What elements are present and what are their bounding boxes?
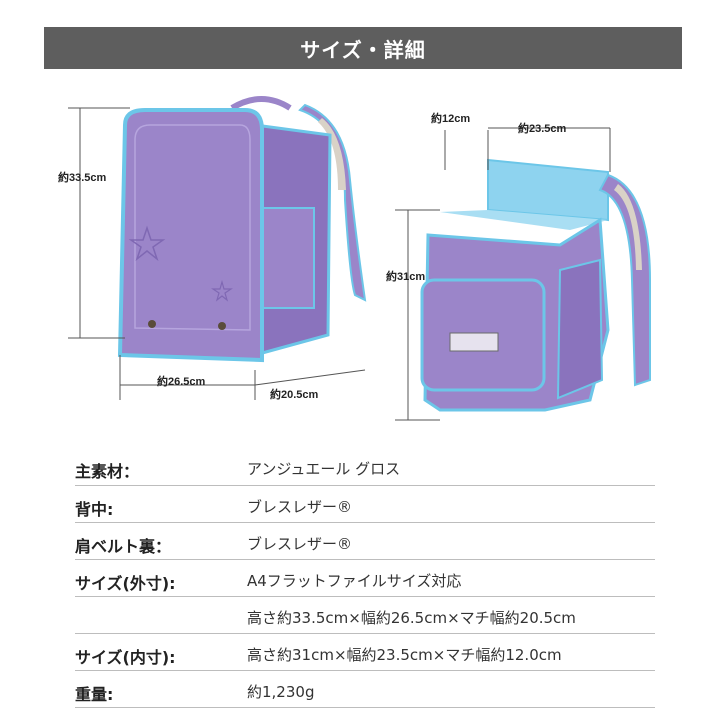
product-figure: 約33.5cm 約26.5cm 約20.5cm 約12cm 約23.5cm 約3… xyxy=(0,80,725,440)
spec-value: 約1,230g xyxy=(247,683,315,701)
spec-value: ブレスレザー® xyxy=(247,535,353,553)
spec-row-outer-size: サイズ(外寸): A4フラットファイルサイズ対応 xyxy=(75,560,655,597)
section-title: サイズ・詳細 xyxy=(44,27,682,69)
spec-label: 主素材： xyxy=(75,462,140,481)
spec-label: サイズ(内寸): xyxy=(75,648,176,667)
backpack-closed-image xyxy=(117,96,367,363)
spec-value: 高さ約31cm×幅約23.5cm×マチ幅約12.0cm xyxy=(247,646,562,664)
spec-row-back: 背中: ブレスレザー® xyxy=(75,486,655,523)
spec-label: 重量: xyxy=(75,685,114,704)
spec-value: アンジュエール グロス xyxy=(247,460,401,478)
spec-value: ブレスレザー® xyxy=(247,498,353,516)
spec-row-shoulder-strap: 肩ベルト裏： ブレスレザー® xyxy=(75,523,655,560)
dimension-lines xyxy=(68,107,611,421)
left-height-label: 約33.5cm xyxy=(58,170,107,184)
backpack-open-image xyxy=(420,158,651,412)
spec-value: 高さ約33.5cm×幅約26.5cm×マチ幅約20.5cm xyxy=(247,609,576,627)
right-height-label: 約31cm xyxy=(386,269,425,283)
spec-row-outer-dimensions: 高さ約33.5cm×幅約26.5cm×マチ幅約20.5cm xyxy=(75,597,655,634)
spec-row-material: 主素材： アンジュエール グロス xyxy=(75,446,655,486)
spec-label: 肩ベルト裏： xyxy=(75,537,172,556)
spec-row-inner-size: サイズ(内寸): 高さ約31cm×幅約23.5cm×マチ幅約12.0cm xyxy=(75,634,655,671)
spec-label: サイズ(外寸): xyxy=(75,574,176,593)
right-width-label: 約23.5cm xyxy=(518,121,567,135)
left-width-label: 約26.5cm xyxy=(157,374,206,388)
spec-value: A4フラットファイルサイズ対応 xyxy=(247,572,462,590)
spec-label: 背中: xyxy=(75,500,114,519)
left-depth-label: 約20.5cm xyxy=(270,387,319,401)
spec-table: 主素材： アンジュエール グロス 背中: ブレスレザー® 肩ベルト裏： ブレスレ… xyxy=(75,446,655,708)
right-depth-label: 約12cm xyxy=(431,111,470,125)
spec-row-weight: 重量: 約1,230g xyxy=(75,671,655,708)
backpack-illustrations: 約33.5cm 約26.5cm 約20.5cm 約12cm 約23.5cm 約3… xyxy=(58,96,651,421)
